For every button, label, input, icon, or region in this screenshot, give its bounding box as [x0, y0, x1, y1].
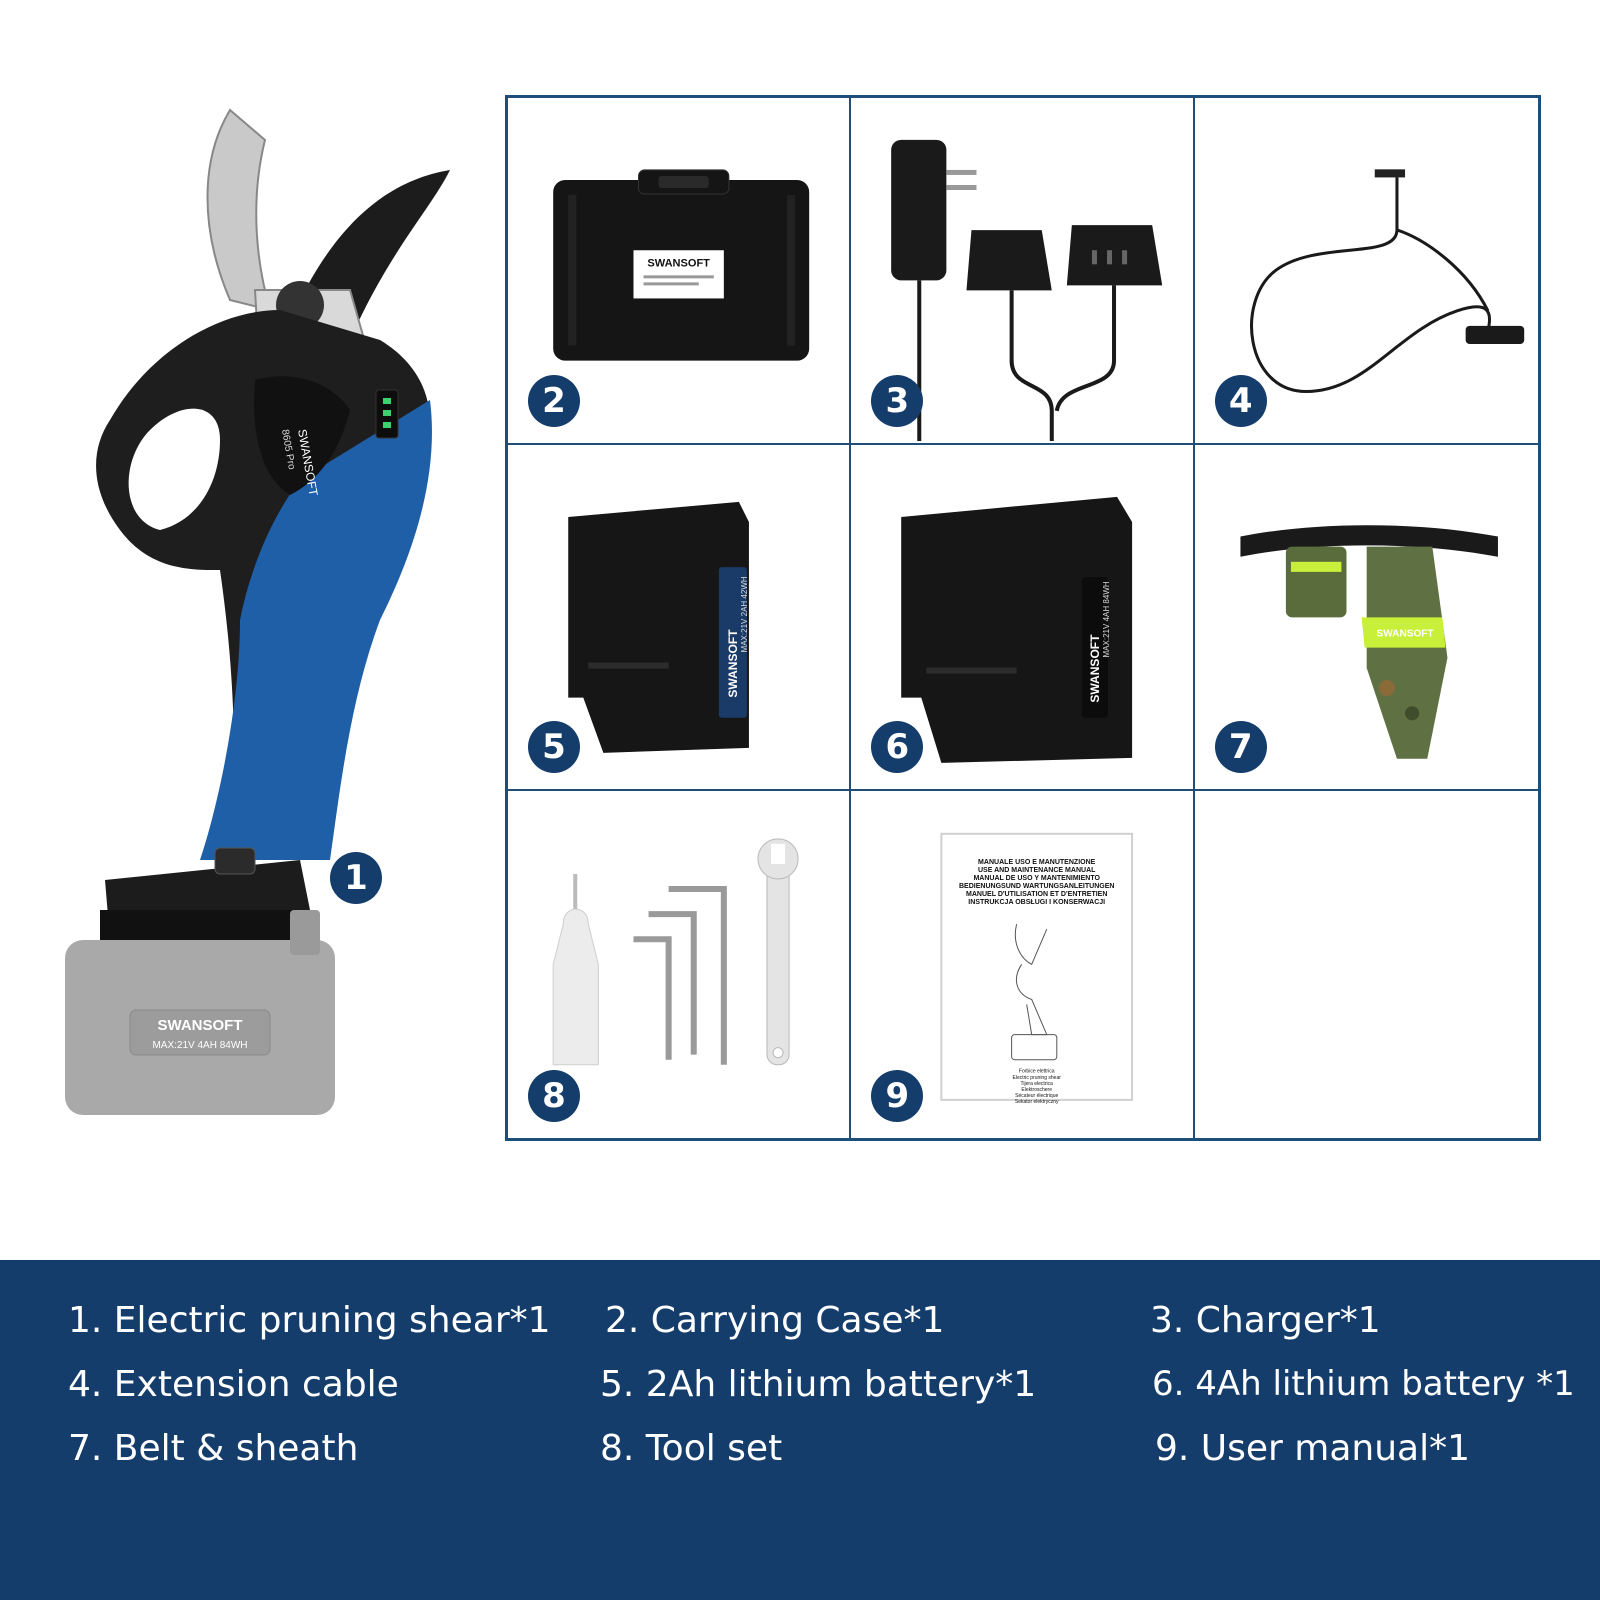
badge-8: 8	[528, 1069, 580, 1122]
manual-caption-5: Sekator elektryczny	[1015, 1099, 1059, 1105]
badge-3: 3	[871, 374, 924, 427]
charger-image	[891, 139, 1163, 441]
manual-caption-2: Tijera electrica	[1021, 1081, 1054, 1087]
power-button-icon	[214, 847, 256, 875]
badge-1: 1	[330, 852, 382, 904]
cell-user-manual: MANUALE USO E MANUTENZIONE USE AND MAINT…	[851, 791, 1195, 1138]
battery-4ah-logo: SWANSOFT	[1088, 633, 1102, 702]
badge-2: 2	[528, 374, 580, 427]
manual-caption-4: Sécateur électrique	[1016, 1093, 1059, 1099]
badge-9: 9	[871, 1069, 924, 1122]
badge-5: 5	[528, 721, 580, 774]
manual-caption-0: Forbice elettrica	[1019, 1069, 1055, 1075]
battery-logo: SWANSOFT	[158, 1017, 243, 1034]
legend-item-2: 2. Carrying Case*1	[605, 1300, 945, 1341]
manual-caption-1: Electric pruning shear	[1013, 1075, 1062, 1081]
manual-title-en: USE AND MAINTENANCE MANUAL	[978, 867, 1096, 874]
battery-4ah-spec: MAX:21V 4AH 84WH	[1102, 581, 1111, 657]
battery-2ah-image: SWANSOFT MAX:21V 2AH 42WH	[568, 501, 749, 753]
blue-grip	[200, 400, 432, 860]
legend-item-3: 3. Charger*1	[1150, 1300, 1381, 1341]
silver-blade	[206, 108, 272, 312]
manual-title-es: MANUAL DE USO Y MANTENIMIENTO	[974, 875, 1101, 882]
legend-item-6: 6. 4Ah lithium battery *1	[1152, 1364, 1575, 1404]
battery-2ah-spec: MAX:21V 2AH 42WH	[740, 576, 749, 652]
cell-battery-2ah: SWANSOFT MAX:21V 2AH 42WH 5	[508, 444, 852, 792]
belt-sheath-image: SWANSOFT	[1240, 524, 1498, 759]
carrying-case-image: SWANSOFT	[553, 169, 810, 361]
cell-belt-sheath: SWANSOFT 7	[1194, 445, 1538, 792]
sheath-logo: SWANSOFT	[1376, 628, 1434, 639]
tool-set-image	[552, 838, 799, 1066]
cell-carrying-case: SWANSOFT 2	[508, 98, 852, 445]
manual-caption-3: Elektroschere	[1022, 1087, 1053, 1093]
legend-item-9: 9. User manual*1	[1155, 1428, 1471, 1469]
legend-item-4: 4. Extension cable	[68, 1364, 399, 1405]
battery-4ah-image: SWANSOFT MAX:21V 4AH 84WH	[901, 496, 1133, 763]
cell-empty	[1195, 791, 1538, 1138]
extension-cable-image	[1249, 169, 1524, 394]
cell-extension-cable: 4	[1194, 98, 1538, 445]
legend-band: 1. Electric pruning shear*1 2. Carrying …	[0, 1260, 1600, 1600]
pruning-shear-image: SWANSOFT 8605 Pro SWANSOFT MAX:21V 4AH 8…	[65, 108, 450, 1115]
manual-title-it: MANUALE USO E MANUTENZIONE	[978, 859, 1096, 866]
cell-charger: 3	[851, 98, 1195, 445]
cell-battery-4ah: SWANSOFT MAX:21V 4AH 84WH 6	[851, 444, 1195, 792]
legend-item-1: 1. Electric pruning shear*1	[68, 1300, 551, 1341]
case-logo: SWANSOFT	[647, 257, 710, 269]
badge-4: 4	[1214, 374, 1267, 427]
manual-shear-sketch	[1011, 924, 1058, 1061]
battery-spec: MAX:21V 4AH 84WH	[152, 1040, 247, 1051]
legend-item-5: 5. 2Ah lithium battery*1	[600, 1364, 1037, 1405]
trigger-loop	[128, 408, 220, 530]
badge-7: 7	[1214, 721, 1267, 774]
cell-tool-set: 8	[508, 791, 852, 1138]
legend-item-8: 8. Tool set	[600, 1428, 783, 1469]
manual-title-pl: INSTRUKCJA OBSŁUGI I KONSERWACJI	[969, 899, 1106, 906]
badge-6: 6	[871, 721, 924, 774]
accessory-grid: SWANSOFT 2 3 4	[505, 95, 1541, 1141]
legend-item-7: 7. Belt & sheath	[68, 1428, 359, 1469]
user-manual-image: MANUALE USO E MANUTENZIONE USE AND MAINT…	[940, 833, 1134, 1105]
manual-title-fr: MANUEL D'UTILISATION ET D'ENTRETIEN	[966, 891, 1107, 898]
battery-2ah-logo: SWANSOFT	[726, 628, 740, 697]
manual-title-de: BEDIENUNGSUND WARTUNGSANLEITUNGEN	[959, 883, 1115, 890]
